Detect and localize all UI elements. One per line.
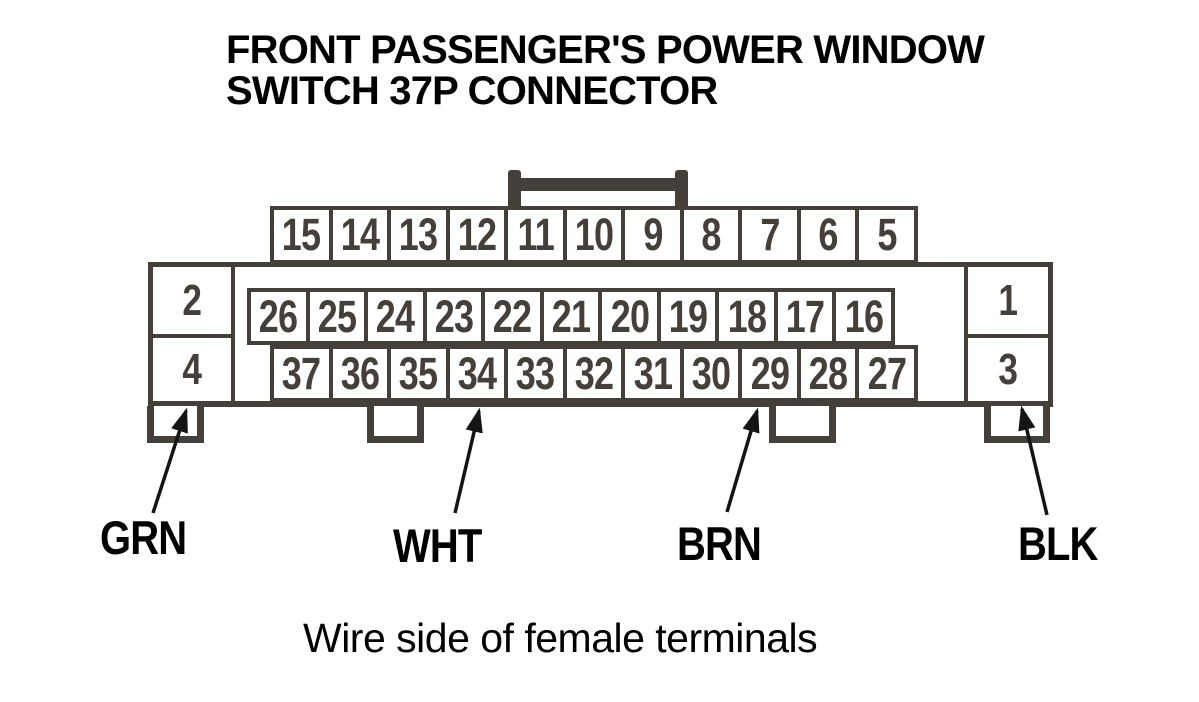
arrow-blk-to-pin-3	[1018, 405, 1049, 516]
diagram-title: FRONT PASSENGER'S POWER WINDOW SWITCH 37…	[226, 28, 985, 113]
pin-cell-1: 1	[964, 267, 1048, 338]
connector-foot-3	[769, 406, 836, 443]
pin-cell-8: 8	[679, 210, 739, 260]
pin-cell-31: 31	[621, 349, 680, 398]
wire-label-brn: BRN	[677, 517, 762, 570]
pin-cell-23: 23	[422, 292, 482, 341]
pin-cell-28: 28	[796, 349, 856, 398]
connector-foot-2	[367, 406, 424, 443]
pin-cell-5: 5	[855, 210, 914, 260]
pin-cell-26: 26	[259, 292, 298, 341]
pin-cell-22: 22	[481, 292, 540, 341]
pin-cell-30: 30	[679, 349, 739, 398]
pin-cell-24: 24	[364, 292, 423, 341]
pin-cell-18: 18	[715, 292, 774, 341]
pin-cell-9: 9	[621, 210, 680, 260]
arrow-brn-to-pin-29	[725, 407, 760, 513]
arrow-wht-to-pin-34	[453, 407, 483, 514]
pin-cell-6: 6	[796, 210, 856, 260]
pin-cell-17: 17	[773, 292, 833, 341]
pin-cell-20: 20	[598, 292, 657, 341]
arrow-grn-to-pin-4	[151, 407, 188, 514]
pin-cell-12: 12	[445, 210, 505, 260]
pin-cell-32: 32	[562, 349, 622, 398]
pin-cell-36: 36	[328, 349, 388, 398]
diagram-title-line1: FRONT PASSENGER'S POWER WINDOW	[226, 28, 985, 72]
pin-cell-27: 27	[855, 349, 914, 398]
diagram-title-line2: SWITCH 37P CONNECTOR	[226, 69, 718, 113]
pin-cell-13: 13	[387, 210, 446, 260]
pin-cell-29: 29	[738, 349, 797, 398]
connector-foot-4	[984, 406, 1050, 443]
pin-cell-4: 4	[153, 338, 235, 401]
wire-label-grn: GRN	[100, 511, 187, 564]
pin-row-top: 15 14 13 12 11 10 9 8 7 6 5	[270, 206, 918, 264]
wire-label-blk: BLK	[1018, 517, 1098, 570]
pin-cell-14: 14	[328, 210, 388, 260]
diagram-caption: Wire side of female terminals	[303, 615, 818, 661]
pin-cell-10: 10	[562, 210, 622, 260]
pin-cell-37: 37	[282, 349, 321, 398]
pin-cell-19: 19	[656, 292, 716, 341]
pin-cell-11: 11	[504, 210, 563, 260]
pin-cell-7: 7	[738, 210, 797, 260]
pin-row-bottom: 37 36 35 34 33 32 31 30 29 28 27	[270, 345, 918, 402]
pin-cell-15: 15	[282, 210, 321, 260]
wire-label-wht: WHT	[393, 519, 482, 572]
connector-latch-bar	[508, 178, 688, 191]
pin-cell-35: 35	[387, 349, 446, 398]
pin-cell-33: 33	[504, 349, 563, 398]
pin-cell-2: 2	[153, 267, 235, 338]
pin-cell-21: 21	[539, 292, 599, 341]
pin-cell-3: 3	[964, 338, 1048, 401]
pin-cell-25: 25	[305, 292, 365, 341]
pin-cell-34: 34	[445, 349, 505, 398]
pin-cell-16: 16	[832, 292, 891, 341]
pin-row-middle: 26 25 24 23 22 21 20 19 18 17 16	[247, 288, 895, 345]
